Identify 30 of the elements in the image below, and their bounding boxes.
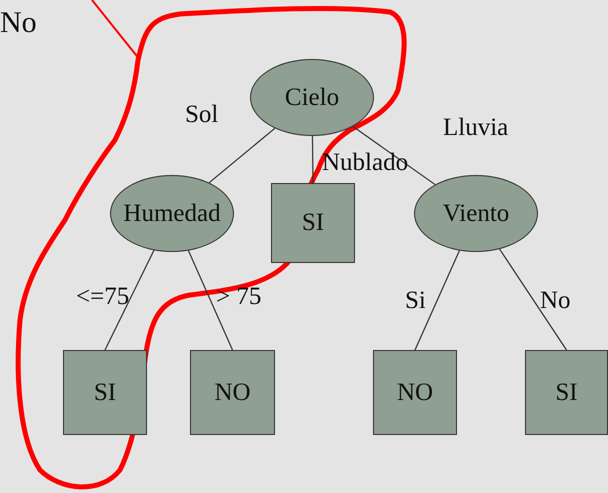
leaf-box — [525, 350, 608, 435]
node-label: Cielo — [284, 84, 340, 112]
tree-branch — [352, 126, 436, 186]
node-label: Viento — [442, 200, 510, 228]
node-label: Humedad — [123, 200, 221, 228]
attribute-ellipse — [414, 175, 538, 252]
attribute-ellipse — [110, 175, 234, 252]
attribute-ellipse — [250, 59, 374, 136]
tree-branch — [208, 128, 276, 184]
edge-label: Nublado — [322, 150, 408, 175]
tree-branch — [104, 250, 154, 350]
node-label: SI — [94, 378, 116, 406]
node-label: SI — [555, 378, 578, 406]
node-label: NO — [396, 378, 434, 406]
leaf-box — [373, 350, 457, 435]
tree-branch — [414, 250, 460, 350]
node-label: SI — [302, 209, 324, 237]
leaf-box — [63, 350, 147, 435]
edge-label: Lluvia — [443, 115, 508, 140]
node-label: NO — [214, 378, 251, 406]
edge-label: Sol — [185, 102, 218, 127]
leaf-box — [190, 350, 275, 435]
edge-label: <=75 — [76, 284, 130, 309]
edge-label: No — [540, 288, 571, 313]
tree-branch — [312, 136, 314, 183]
edge-label: Si — [405, 288, 426, 313]
tree-branch — [499, 248, 567, 350]
tree-branch — [188, 250, 234, 350]
cut-off-text: No — [0, 8, 37, 38]
leaf-box — [271, 183, 355, 263]
